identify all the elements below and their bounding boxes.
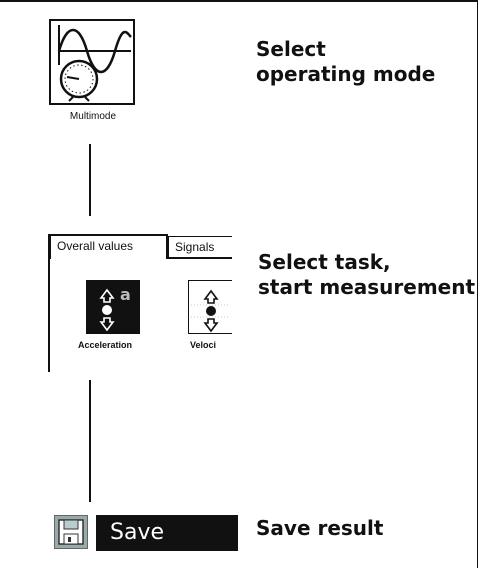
task-panel: Overall values Signals a Acceleration Ve… (48, 234, 232, 374)
task-acceleration[interactable]: a Acceleration (78, 280, 140, 350)
save-button[interactable]: Save (96, 515, 238, 551)
connector-1 (89, 144, 91, 216)
multimode-label: Multimode (69, 111, 117, 122)
velocity-icon (188, 280, 232, 334)
sine-gauge-icon (57, 25, 132, 102)
frame-top-border (0, 0, 478, 2)
task-acceleration-label: Acceleration (78, 340, 133, 350)
task-velocity[interactable]: Veloci (188, 280, 232, 350)
tab-underline (168, 258, 232, 259)
acceleration-badge: a (120, 285, 131, 304)
panel-left-rule (48, 234, 50, 372)
multimode-icon[interactable] (49, 19, 135, 105)
step-1-text: Select operating mode (256, 37, 436, 86)
task-velocity-label: Veloci (190, 340, 217, 350)
step-3-text: Save result (256, 516, 384, 540)
connector-2 (89, 380, 91, 502)
acceleration-icon: a (86, 280, 140, 334)
tab-overall-values[interactable]: Overall values (50, 234, 168, 259)
step-2-text: Select task, start measurement (258, 250, 476, 299)
tab-signals[interactable]: Signals (168, 236, 232, 258)
floppy-disk-icon[interactable] (54, 515, 88, 549)
